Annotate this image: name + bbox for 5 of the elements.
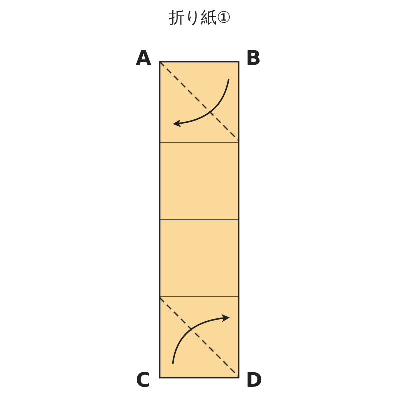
corner-label: D xyxy=(246,370,263,390)
title: 折り紙① xyxy=(168,7,232,29)
corner-label: A xyxy=(136,48,152,68)
corner-label: B xyxy=(246,48,262,68)
corner-label: C xyxy=(136,370,151,390)
